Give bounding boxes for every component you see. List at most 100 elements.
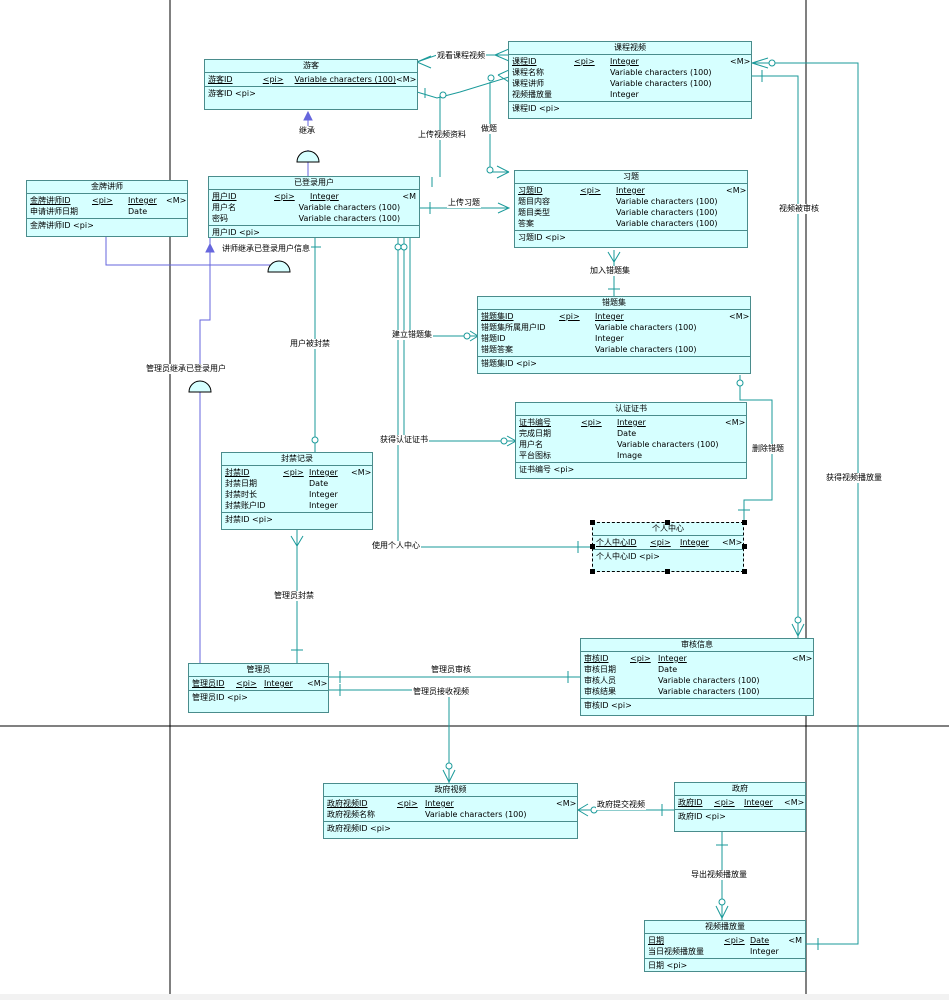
- horizontal-scrollbar[interactable]: [0, 994, 949, 1000]
- label-ban: 用户被封禁: [289, 339, 331, 349]
- youke-kcsp-line2: [416, 76, 510, 99]
- entity-title: 已登录用户: [209, 177, 419, 190]
- crowfoot: [497, 202, 511, 214]
- entity-keys: 封禁ID <pi>: [225, 515, 273, 524]
- entity-keys: 习题ID <pi>: [518, 233, 566, 242]
- label-admin-ban: 管理员封禁: [273, 591, 315, 601]
- crowfoot: [791, 623, 805, 638]
- selection-handle[interactable]: [742, 544, 747, 549]
- label-do-exercise: 做题: [480, 124, 498, 134]
- selection-handle[interactable]: [665, 520, 670, 525]
- entity-title: 金牌讲师: [27, 181, 187, 194]
- entity-keys: 课程ID <pi>: [512, 104, 560, 113]
- crowfoot: [750, 57, 769, 69]
- lecturer-inherit-symbol: [267, 260, 291, 273]
- video-review-line: [752, 75, 799, 638]
- entity-gly[interactable]: 管理员 管理员ID<pi>Integer<M> 管理员ID <pi>: [188, 663, 329, 713]
- optional-circle: [487, 74, 495, 82]
- entity-title: 个人中心: [593, 523, 743, 536]
- label-video-review: 视频被审核: [778, 204, 820, 214]
- entity-keys: 日期 <pi>: [648, 961, 688, 970]
- entity-title: 课程视频: [509, 42, 751, 55]
- entity-zf[interactable]: 政府 政府ID<pi>Integer<M> 政府ID <pi>: [674, 782, 806, 832]
- entity-keys: 用户ID <pi>: [212, 228, 260, 237]
- use-center-line: [397, 238, 590, 548]
- admin-receive-line: [329, 689, 450, 783]
- label-delete-wrong: 删除错题: [751, 444, 785, 454]
- label-build-wrong: 建立错题集: [391, 330, 433, 340]
- entity-title: 游客: [205, 60, 417, 73]
- selection-handle[interactable]: [590, 520, 595, 525]
- optional-circle: [439, 91, 447, 99]
- attr-row: 用户ID<pi>Integer<M: [212, 192, 416, 201]
- watch-crowfoot-left: [416, 55, 432, 69]
- label-get-plays: 获得视频播放量: [825, 473, 883, 483]
- attr-row: 个人中心ID<pi>Integer<M>: [596, 538, 743, 547]
- entity-keys: 管理员ID <pi>: [192, 693, 248, 702]
- entity-youke[interactable]: 游客 游客ID<pi>Variable characters (100)<M> …: [204, 59, 418, 110]
- admin-inherit-upper: [199, 238, 211, 370]
- attr-row: 习题ID<pi>Integer<M>: [518, 186, 747, 195]
- entity-keys: 金牌讲师ID <pi>: [30, 221, 94, 230]
- crowfoot: [577, 803, 589, 817]
- selection-handle[interactable]: [665, 569, 670, 574]
- label-gov-submit: 政府提交视频: [596, 800, 646, 810]
- label-upload-video: 上传视频资料: [417, 130, 467, 140]
- label-admin-receive: 管理员接收视频: [412, 687, 470, 697]
- selection-handle[interactable]: [590, 569, 595, 574]
- attr-row: 政府ID<pi>Integer<M>: [678, 798, 805, 807]
- crowfoot: [290, 535, 304, 547]
- entity-title: 习题: [515, 171, 747, 184]
- entity-keys: 个人中心ID <pi>: [596, 552, 660, 561]
- crowfoot: [496, 165, 510, 179]
- entity-keys: 游客ID <pi>: [208, 89, 256, 98]
- label-watch: 观看课程视频: [436, 51, 486, 61]
- watch-crowfoot: [494, 48, 510, 62]
- crowfoot: [497, 69, 510, 83]
- admin-inherit-symbol: [188, 380, 212, 393]
- attr-row: 金牌讲师ID<pi>Integer<M>: [30, 196, 187, 205]
- label-upload-exercise: 上传习题: [447, 198, 481, 208]
- entity-keys: 证书编号 <pi>: [519, 465, 575, 474]
- crowfoot: [442, 769, 456, 784]
- selection-handle[interactable]: [590, 544, 595, 549]
- label-use-center: 使用个人中心: [371, 541, 421, 551]
- entity-title: 认证证书: [516, 403, 746, 416]
- label-inherit: 继承: [298, 126, 316, 136]
- selection-handle[interactable]: [742, 569, 747, 574]
- attr-row: 证书编号<pi>Integer<M>: [519, 418, 746, 427]
- label-add-wrong: 加入错题集: [589, 266, 631, 276]
- selection-handle[interactable]: [742, 520, 747, 525]
- entity-grzx[interactable]: 个人中心 个人中心ID<pi>Integer<M> 个人中心ID <pi>: [592, 522, 744, 572]
- attr-row: 封禁ID<pi>Integer<M>: [225, 468, 372, 477]
